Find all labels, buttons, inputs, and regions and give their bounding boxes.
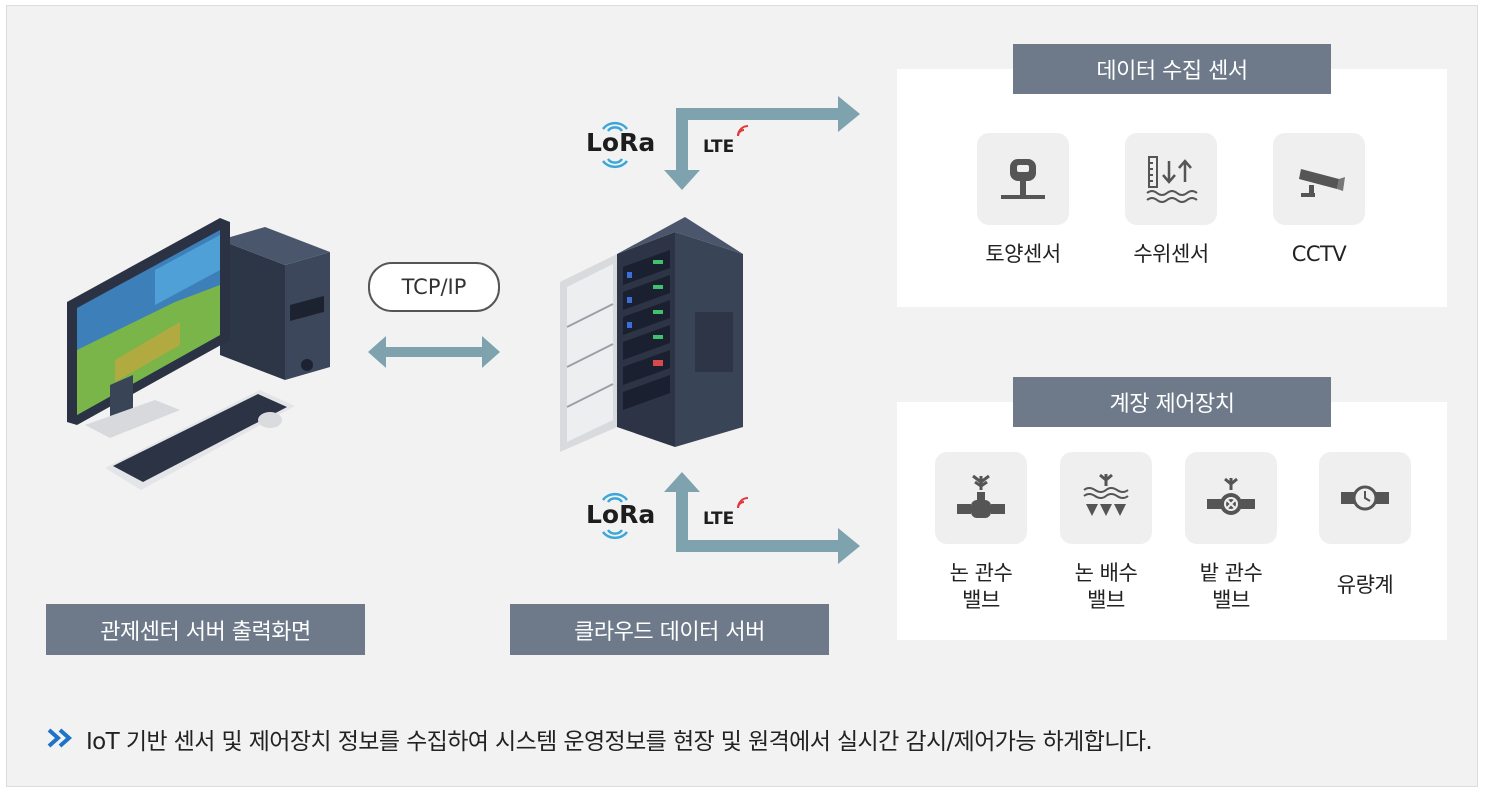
top-elbow-arrow [664,96,860,190]
cloud-server-rack-illustration [560,217,743,452]
lora-wifi-icon-top [601,121,629,169]
lte-signal-icon-top [737,125,749,137]
water-level-sensor-icon [1125,133,1217,225]
cctv-camera-icon [1273,133,1365,225]
tcpip-label: TCP/IP [368,262,500,312]
sensors-panel-title: 데이터 수집 센서 [1013,44,1331,94]
lora-label-top: LoRa [586,128,656,157]
controls-panel-title: 계장 제어장치 [1013,377,1331,427]
tcpip-bidirectional-arrow [368,336,500,368]
control-caption-field-irrigation-line2: 밸브 [1212,588,1250,612]
control-caption-field-irrigation-line1: 밭 관수 [1199,561,1263,585]
sensor-caption-cctv: CCTV [1291,242,1347,266]
lte-label-bottom: LTE [703,509,735,529]
soil-sensor-icon [977,133,1069,225]
control-caption-paddy-irrigation-line1: 논 관수 [949,561,1013,585]
footer-note: IoT 기반 센서 및 제어장치 정보를 수집하여 시스템 운영정보를 현장 및… [86,729,1153,755]
lora-wifi-icon-bottom [601,492,629,540]
paddy-irrigation-valve-icon [935,452,1027,544]
bottom-elbow-arrow [664,472,860,564]
cloud-server-label: 클라우드 데이터 서버 [510,604,829,655]
lte-label-top: LTE [703,137,735,157]
lora-label-bottom: LoRa [586,500,656,529]
control-caption-flow-meter: 유량계 [1336,573,1394,597]
flow-meter-icon [1319,452,1411,544]
double-chevron-right-icon [47,728,73,748]
paddy-drainage-valve-icon [1060,452,1152,544]
control-caption-paddy-drainage-line1: 논 배수 [1074,561,1138,585]
sensor-caption-soil: 토양센서 [985,242,1061,266]
control-center-label: 관제센터 서버 출력화면 [46,604,365,655]
control-caption-paddy-irrigation-line2: 밸브 [962,588,1000,612]
sensor-caption-water-level: 수위센서 [1133,242,1209,266]
control-caption-paddy-irrigation: 논 관수 밸브 [911,560,1051,614]
control-center-computer-illustration [67,218,330,490]
control-caption-paddy-drainage-line2: 밸브 [1087,588,1125,612]
control-caption-field-irrigation: 밭 관수 밸브 [1161,560,1301,614]
lte-signal-icon-bottom [737,497,749,509]
field-irrigation-valve-icon [1185,452,1277,544]
control-caption-paddy-drainage: 논 배수 밸브 [1036,560,1176,614]
